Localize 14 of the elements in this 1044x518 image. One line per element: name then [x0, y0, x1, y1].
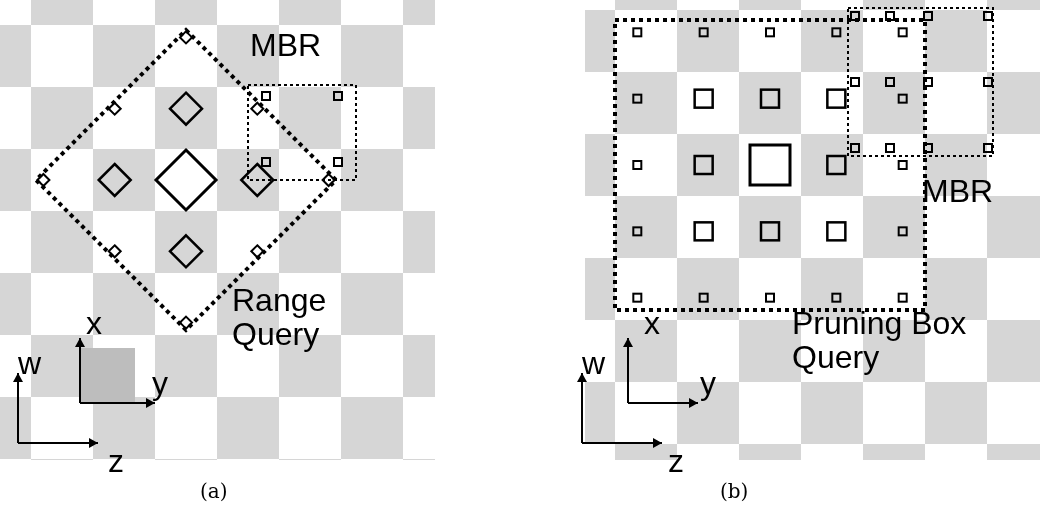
axis-label: z	[668, 444, 684, 478]
region-label: MBR	[922, 174, 994, 208]
query-label: Pruning Box Query	[792, 306, 968, 374]
axis-label: x	[644, 306, 660, 340]
axis-label: x	[86, 306, 102, 340]
axis-label: w	[582, 346, 606, 380]
panel-caption: (a)	[200, 480, 228, 502]
region-label: MBR	[250, 28, 322, 62]
axis-label: y	[152, 366, 168, 400]
query-label: Range Query	[232, 283, 328, 351]
panel-caption: (b)	[720, 480, 749, 502]
axis-label: w	[18, 346, 42, 380]
axis-label: z	[108, 444, 124, 478]
axis-label: y	[700, 366, 716, 400]
